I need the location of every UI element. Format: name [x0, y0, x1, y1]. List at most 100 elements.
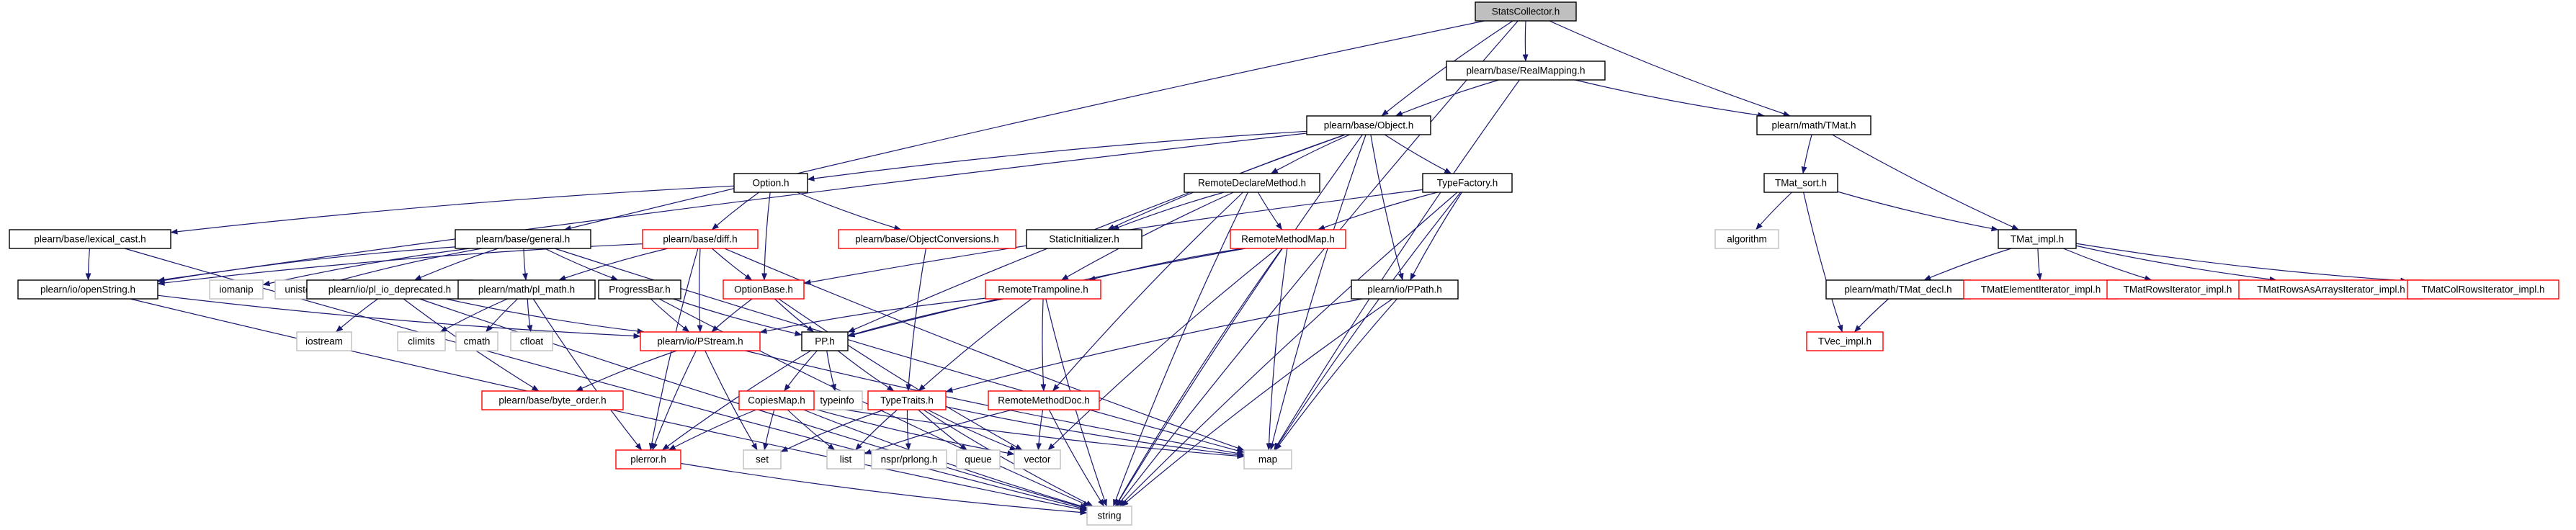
node-queue[interactable]: queue: [956, 449, 1001, 470]
node-label: plearn/base/lexical_cast.h: [34, 234, 146, 245]
node-diff[interactable]: plearn/base/diff.h: [642, 229, 759, 249]
node-remotedeclare[interactable]: RemoteDeclareMethod.h: [1184, 173, 1320, 193]
node-label: plearn/math/pl_math.h: [478, 284, 575, 295]
node-label: plearn/base/diff.h: [663, 234, 737, 245]
node-plerror[interactable]: plerror.h: [615, 449, 681, 470]
edge-ppstream-to-set: [705, 350, 758, 451]
node-rowsasarrays[interactable]: TMatRowsAsArraysIterator_impl.h: [2238, 279, 2424, 300]
node-box: [296, 331, 352, 351]
edge-tmatimpl-to-rowsiter: [2062, 248, 2152, 282]
node-box: [1351, 279, 1459, 300]
node-nsprlong[interactable]: nspr/prlong.h: [871, 449, 947, 470]
node-ppstream[interactable]: plearn/io/PStream.h: [640, 331, 761, 351]
edge-typetraits-to-string: [923, 409, 1094, 507]
edge-remotemethodmap-to-string: [1114, 248, 1283, 507]
node-string[interactable]: string: [1086, 506, 1132, 526]
node-box: [2407, 279, 2559, 300]
node-algorithm[interactable]: algorithm: [1714, 229, 1779, 249]
node-pp[interactable]: PP.h: [801, 331, 849, 351]
node-label: RemoteMethodMap.h: [1241, 234, 1335, 245]
node-elemiter[interactable]: TMatElementIterator_impl.h: [1963, 279, 2119, 300]
node-label: RemoteMethodDoc.h: [998, 395, 1090, 406]
edge-object-to-map: [1269, 134, 1367, 451]
node-iomanip[interactable]: iomanip: [209, 279, 264, 300]
node-option[interactable]: Option.h: [733, 173, 808, 193]
node-objconv[interactable]: plearn/base/ObjectConversions.h: [838, 229, 1016, 249]
edge-tmatimpl-to-colrowsiter: [2075, 243, 2408, 284]
node-lexicalcast[interactable]: plearn/base/lexical_cast.h: [9, 229, 171, 249]
node-label: map: [1258, 454, 1277, 465]
node-plmath[interactable]: plearn/math/pl_math.h: [457, 279, 596, 300]
edge-plmath-to-cmath: [486, 298, 518, 333]
edge-progressbar-to-pp: [673, 298, 802, 336]
node-label: Option.h: [752, 178, 789, 189]
node-pliodep[interactable]: plearn/io/pl_io_deprecated.h: [306, 279, 473, 300]
node-typefactory[interactable]: TypeFactory.h: [1422, 173, 1513, 193]
edge-general-to-progressbar: [544, 248, 619, 281]
node-realmapping[interactable]: plearn/base/RealMapping.h: [1446, 60, 1606, 81]
node-tmatsort[interactable]: TMat_sort.h: [1763, 173, 1838, 193]
node-climits[interactable]: climits: [397, 331, 446, 351]
node-box: [1756, 115, 1871, 135]
node-box: [1026, 229, 1142, 249]
node-pppath[interactable]: plearn/io/PPath.h: [1351, 279, 1459, 300]
edge-optionbase-to-vector: [778, 298, 1023, 451]
edge-remotemethoddoc-to-string: [1048, 409, 1105, 507]
node-cmath[interactable]: cmath: [455, 331, 498, 351]
node-tmat[interactable]: plearn/math/TMat.h: [1756, 115, 1871, 135]
node-colrowsiter[interactable]: TMatColRowsIterator_impl.h: [2407, 279, 2559, 300]
node-copiesmap[interactable]: CopiesMap.h: [738, 390, 815, 410]
node-tvecimpl[interactable]: TVec_impl.h: [1806, 331, 1884, 351]
node-typetraits[interactable]: TypeTraits.h: [867, 390, 947, 410]
node-box: [1763, 173, 1838, 193]
edge-optionbase-to-pp: [774, 298, 815, 333]
edge-pliodep-to-ppstream: [445, 298, 645, 334]
edge-copiesmap-to-map: [813, 404, 1245, 459]
edge-realmapping-to-tmat: [1575, 79, 1766, 118]
edge-typetraits-to-queue: [918, 409, 967, 451]
node-label: plearn/io/pl_io_deprecated.h: [328, 284, 451, 295]
node-typeinfo[interactable]: typeinfo: [811, 390, 863, 410]
edge-remotedeclare-to-staticinit: [1112, 192, 1225, 230]
node-label: plearn/io/openString.h: [40, 284, 135, 295]
node-set[interactable]: set: [743, 449, 782, 470]
node-statscollector[interactable]: StatsCollector.h: [1475, 1, 1577, 22]
edge-realmapping-to-map: [1274, 79, 1520, 451]
node-object[interactable]: plearn/base/Object.h: [1306, 115, 1431, 135]
edge-tmatsort-to-tvecimpl: [1803, 192, 1843, 333]
node-cfloat[interactable]: cfloat: [510, 331, 553, 351]
edge-tmatsort-to-tmatimpl: [1837, 191, 1999, 232]
node-tmatimpl[interactable]: TMat_impl.h: [1998, 229, 2077, 249]
node-box: [1825, 279, 1971, 300]
node-box: [743, 449, 782, 470]
node-remotemethodmap[interactable]: RemoteMethodMap.h: [1230, 229, 1346, 249]
edge-trampoline-to-ppstream: [759, 297, 986, 334]
edge-layer: [85, 20, 2408, 516]
node-progressbar[interactable]: ProgressBar.h: [598, 279, 681, 300]
edge-tmat-to-tmatsort: [1801, 134, 1812, 174]
edge-tmatimpl-to-rowsasarrays: [2075, 245, 2277, 282]
edge-typefactory-to-map: [1274, 192, 1462, 451]
node-vector[interactable]: vector: [1014, 449, 1061, 470]
edge-typetraits-to-list: [855, 409, 898, 451]
node-box: [801, 331, 849, 351]
node-list[interactable]: list: [826, 449, 865, 470]
node-trampoline[interactable]: RemoteTrampoline.h: [985, 279, 1101, 300]
node-label: plearn/io/PPath.h: [1367, 284, 1442, 295]
node-general[interactable]: plearn/base/general.h: [455, 229, 591, 249]
node-rowsiter[interactable]: TMatRowsIterator_impl.h: [2106, 279, 2249, 300]
node-label: algorithm: [1727, 234, 1767, 245]
node-staticinit[interactable]: StaticInitializer.h: [1026, 229, 1142, 249]
edge-copiesmap-to-set: [763, 409, 775, 451]
node-label: RemoteDeclareMethod.h: [1198, 178, 1306, 189]
edge-tmatsort-to-algorithm: [1756, 192, 1792, 230]
node-map[interactable]: map: [1243, 449, 1292, 470]
node-openstring[interactable]: plearn/io/openString.h: [17, 279, 158, 300]
node-byteorder[interactable]: plearn/base/byte_order.h: [481, 390, 624, 410]
node-iostream[interactable]: iostream: [296, 331, 352, 351]
node-optionbase[interactable]: OptionBase.h: [723, 279, 805, 300]
node-box: [811, 390, 863, 410]
node-tmatdecl[interactable]: plearn/math/TMat_decl.h: [1825, 279, 1971, 300]
node-remotemethoddoc[interactable]: RemoteMethodDoc.h: [988, 390, 1100, 410]
